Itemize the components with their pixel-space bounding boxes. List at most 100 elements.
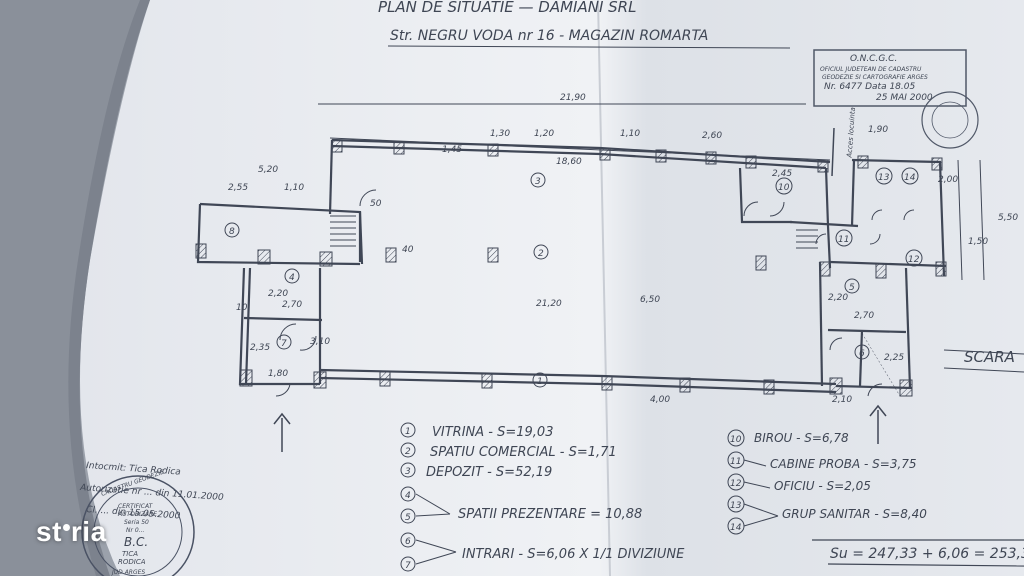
legend-row: 6 bbox=[400, 532, 416, 548]
svg-text:5,20: 5,20 bbox=[258, 165, 278, 175]
svg-text:VITRINA - S=19,03: VITRINA - S=19,03 bbox=[432, 425, 553, 440]
legend-row: 2 SPATIU COMERCIAL - S=1,71 bbox=[400, 442, 617, 460]
svg-text:50: 50 bbox=[370, 199, 382, 209]
svg-text:1: 1 bbox=[537, 377, 543, 387]
svg-text:5: 5 bbox=[849, 283, 855, 293]
svg-text:DEPOZIT - S=52,19: DEPOZIT - S=52,19 bbox=[426, 465, 552, 480]
svg-text:1,10: 1,10 bbox=[620, 129, 640, 139]
room-marker: 12 bbox=[905, 249, 923, 267]
stair-label: SCARA bbox=[964, 348, 1015, 366]
legend-row: 1 VITRINA - S=19,03 bbox=[400, 422, 553, 440]
svg-text:6: 6 bbox=[405, 537, 411, 547]
svg-text:40: 40 bbox=[402, 245, 414, 255]
svg-text:1,20: 1,20 bbox=[534, 129, 554, 139]
svg-text:GEODEZIE SI CARTOGRAFIE ARGES: GEODEZIE SI CARTOGRAFIE ARGES bbox=[822, 74, 928, 81]
room-marker: 10 bbox=[775, 177, 793, 195]
svg-text:6,50: 6,50 bbox=[640, 295, 660, 305]
svg-text:4: 4 bbox=[289, 273, 295, 283]
svg-text:2,10: 2,10 bbox=[832, 395, 852, 405]
svg-text:2: 2 bbox=[538, 249, 544, 259]
legend-row: 3 DEPOZIT - S=52,19 bbox=[400, 462, 552, 480]
room-marker: 6 bbox=[854, 344, 870, 360]
room-marker: 2 bbox=[533, 244, 549, 260]
watermark-dot-icon bbox=[62, 523, 70, 531]
svg-text:7: 7 bbox=[281, 339, 287, 349]
legend-row: 10 BIROU - S=6,78 bbox=[727, 429, 849, 447]
access-label: Acces locuinta bbox=[845, 107, 857, 159]
svg-text:1: 1 bbox=[405, 427, 411, 437]
dimension-labels: 5,20 2,55 1,10 18,60 21,20 6,50 2,70 2,2… bbox=[228, 125, 1018, 405]
room-legend-left: 1 VITRINA - S=19,03 2 SPATIU COMERCIAL -… bbox=[400, 422, 685, 572]
plan-subtitle: Str. NEGRU VODA nr 16 - MAGAZIN ROMARTA bbox=[390, 28, 708, 44]
total-area: Su = 247,33 + 6,06 = 253,3 bbox=[830, 546, 1024, 562]
room-marker: 11 bbox=[835, 229, 853, 247]
svg-text:13: 13 bbox=[730, 501, 742, 511]
svg-text:2,70: 2,70 bbox=[282, 300, 302, 310]
room-number-markers: 3 2 1 8 4 7 5 6 10 11 12 13 14 bbox=[224, 167, 923, 388]
structural-columns bbox=[195, 139, 947, 397]
svg-text:2,35: 2,35 bbox=[250, 343, 270, 353]
svg-text:14: 14 bbox=[904, 173, 916, 183]
room-marker: 14 bbox=[901, 167, 919, 185]
svg-text:13: 13 bbox=[878, 173, 890, 183]
svg-text:5,50: 5,50 bbox=[998, 213, 1018, 223]
cadastre-stamp: O.N.C.G.C. OFICIUL JUDETEAN DE CADASTRU … bbox=[813, 49, 979, 149]
entrance-arrows bbox=[273, 127, 887, 452]
plan-title: PLAN DE SITUATIE — DAMIANI SRL bbox=[378, 0, 636, 16]
paper-page bbox=[80, 0, 1024, 576]
svg-text:10: 10 bbox=[730, 435, 742, 445]
svg-text:1,80: 1,80 bbox=[268, 369, 288, 379]
legend-row: 13 GRUP SANITAR - S=8,40 bbox=[727, 495, 927, 521]
svg-text:14: 14 bbox=[730, 523, 742, 533]
svg-text:8: 8 bbox=[229, 227, 235, 237]
svg-text:2,20: 2,20 bbox=[268, 289, 288, 299]
svg-text:2,60: 2,60 bbox=[702, 131, 722, 141]
svg-text:2,45: 2,45 bbox=[772, 169, 792, 179]
door-swings bbox=[275, 189, 915, 397]
svg-text:11: 11 bbox=[730, 457, 741, 467]
legend-row: 7 INTRARI - S=6,06 X 1/1 DIVIZIUNE bbox=[400, 547, 685, 572]
svg-text:1,50: 1,50 bbox=[968, 237, 988, 247]
svg-text:3: 3 bbox=[405, 467, 411, 477]
svg-text:AUTORIZARE: AUTORIZARE bbox=[117, 511, 157, 518]
room-legend-right: 10 BIROU - S=6,78 11 CABINE PROBA - S=3,… bbox=[727, 429, 927, 535]
svg-text:GRUP SANITAR - S=8,40: GRUP SANITAR - S=8,40 bbox=[782, 507, 927, 521]
svg-text:1,30: 1,30 bbox=[490, 129, 510, 139]
room-marker: 8 bbox=[224, 222, 240, 238]
svg-text:2,00: 2,00 bbox=[938, 175, 958, 185]
room-marker: 3 bbox=[530, 172, 546, 188]
svg-text:10: 10 bbox=[778, 183, 790, 193]
svg-text:2: 2 bbox=[405, 447, 411, 457]
svg-text:SPATII PREZENTARE = 10,88: SPATII PREZENTARE = 10,88 bbox=[458, 507, 642, 522]
stairs-left bbox=[330, 215, 818, 249]
svg-text:BIROU - S=6,78: BIROU - S=6,78 bbox=[754, 431, 849, 445]
legend-row: 4 bbox=[400, 486, 416, 502]
svg-text:2,20: 2,20 bbox=[828, 293, 848, 303]
svg-text:10: 10 bbox=[236, 303, 248, 313]
svg-text:SPATIU COMERCIAL - S=1,71: SPATIU COMERCIAL - S=1,71 bbox=[430, 445, 617, 460]
svg-text:21,20: 21,20 bbox=[536, 299, 562, 309]
svg-text:2,25: 2,25 bbox=[884, 353, 904, 363]
svg-text:7: 7 bbox=[405, 561, 411, 571]
svg-text:Nr 0...: Nr 0... bbox=[126, 527, 144, 534]
room-marker: 5 bbox=[844, 278, 860, 294]
svg-text:1,10: 1,10 bbox=[284, 183, 304, 193]
svg-text:4: 4 bbox=[405, 491, 411, 501]
svg-text:18,60: 18,60 bbox=[556, 157, 582, 167]
svg-text:Seria 50: Seria 50 bbox=[124, 519, 149, 526]
svg-text:3: 3 bbox=[535, 177, 541, 187]
room-marker: 4 bbox=[284, 268, 300, 284]
svg-text:2,70: 2,70 bbox=[854, 311, 874, 321]
svg-text:1,90: 1,90 bbox=[868, 125, 888, 135]
svg-text:JUD ARGES: JUD ARGES bbox=[111, 569, 145, 576]
svg-text:11: 11 bbox=[838, 235, 849, 245]
room-marker: 1 bbox=[532, 372, 548, 388]
svg-text:4,00: 4,00 bbox=[650, 395, 670, 405]
svg-text:3,10: 3,10 bbox=[310, 337, 330, 347]
svg-text:25 MAI 2000: 25 MAI 2000 bbox=[876, 93, 933, 103]
svg-text:12: 12 bbox=[730, 479, 742, 489]
svg-text:1,45: 1,45 bbox=[442, 145, 462, 155]
